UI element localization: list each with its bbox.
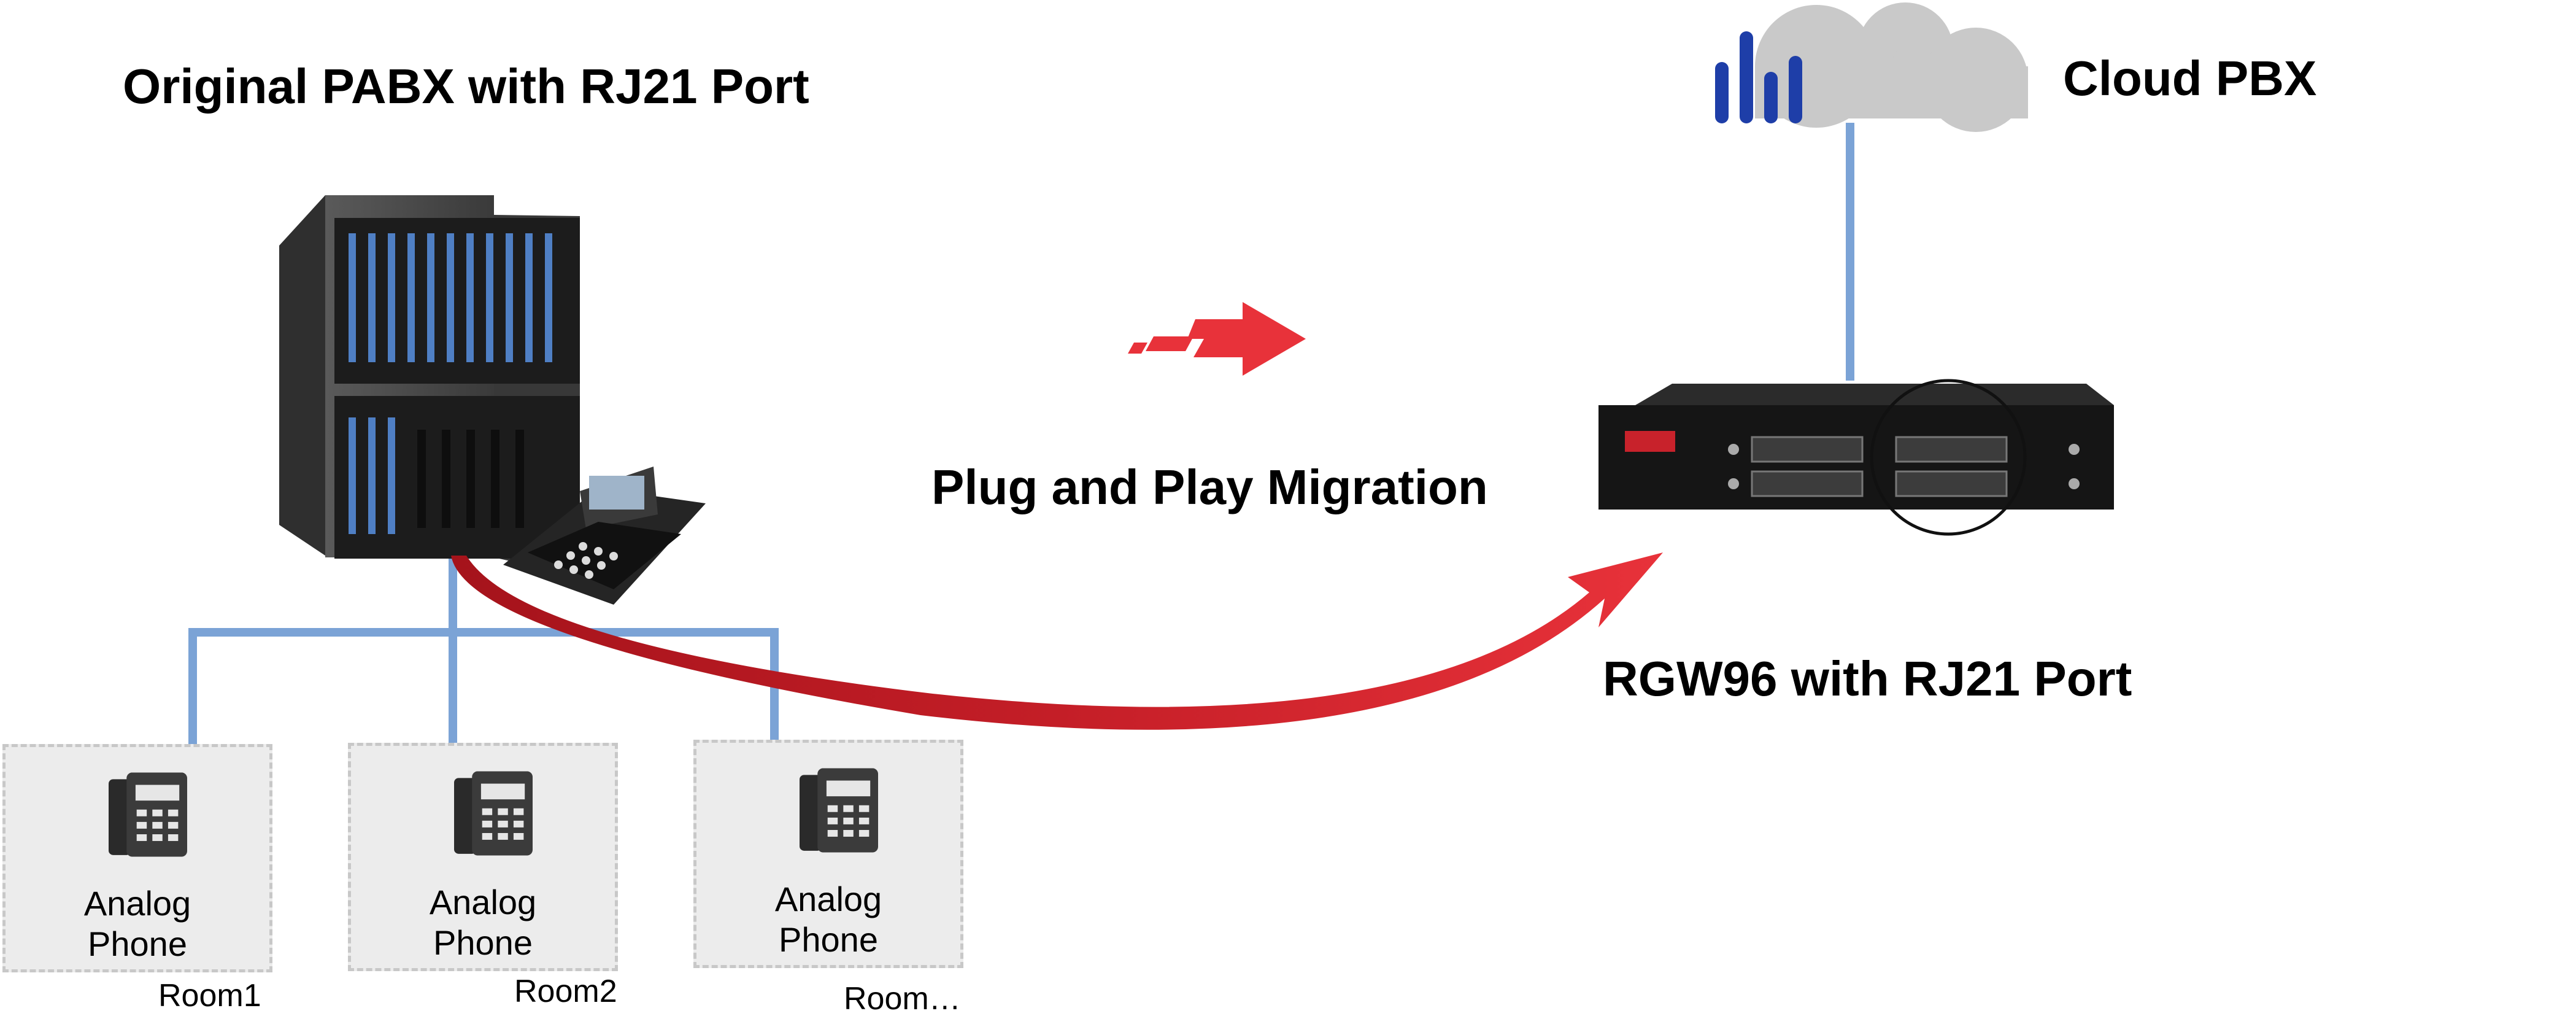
phone-box-room3: Analog Phone	[693, 740, 963, 968]
pabx-cabinet-image	[279, 195, 580, 577]
phone-label-line2: Phone	[779, 920, 878, 959]
desk-phone-image	[503, 467, 706, 605]
pabx-title: Original PABX with RJ21 Port	[123, 59, 809, 114]
phone-label-line2: Phone	[433, 923, 533, 962]
analog-phone-icon	[109, 772, 187, 858]
migration-label: Plug and Play Migration	[931, 460, 1488, 514]
room-label-3: Room…	[844, 981, 961, 1017]
phone-label-line2: Phone	[88, 925, 187, 963]
room-label-2: Room2	[514, 974, 617, 1009]
phone-label: Analog Phone	[6, 883, 269, 964]
phone-box-room2: Analog Phone	[348, 743, 618, 971]
analog-phone-icon	[800, 767, 878, 853]
gateway-title: RGW96 with RJ21 Port	[1603, 651, 2132, 706]
signal-bars-icon	[1715, 31, 1802, 123]
analog-phone-icon	[454, 770, 533, 856]
room-label-1: Room1	[158, 978, 261, 1014]
phone-label-line1: Analog	[774, 880, 882, 918]
phone-box-room1: Analog Phone	[2, 744, 272, 972]
phone-label-line1: Analog	[83, 884, 191, 923]
phone-label: Analog Phone	[351, 882, 615, 963]
phone-label: Analog Phone	[696, 879, 960, 960]
rgw96-gateway-image	[1598, 384, 2114, 510]
phone-label-line1: Analog	[429, 883, 537, 921]
rj21-port-highlight	[1870, 379, 2027, 536]
cloud-pbx-title: Cloud PBX	[2063, 51, 2317, 106]
migration-arrow-icon	[1128, 302, 1306, 376]
phone-wiring	[188, 540, 779, 744]
